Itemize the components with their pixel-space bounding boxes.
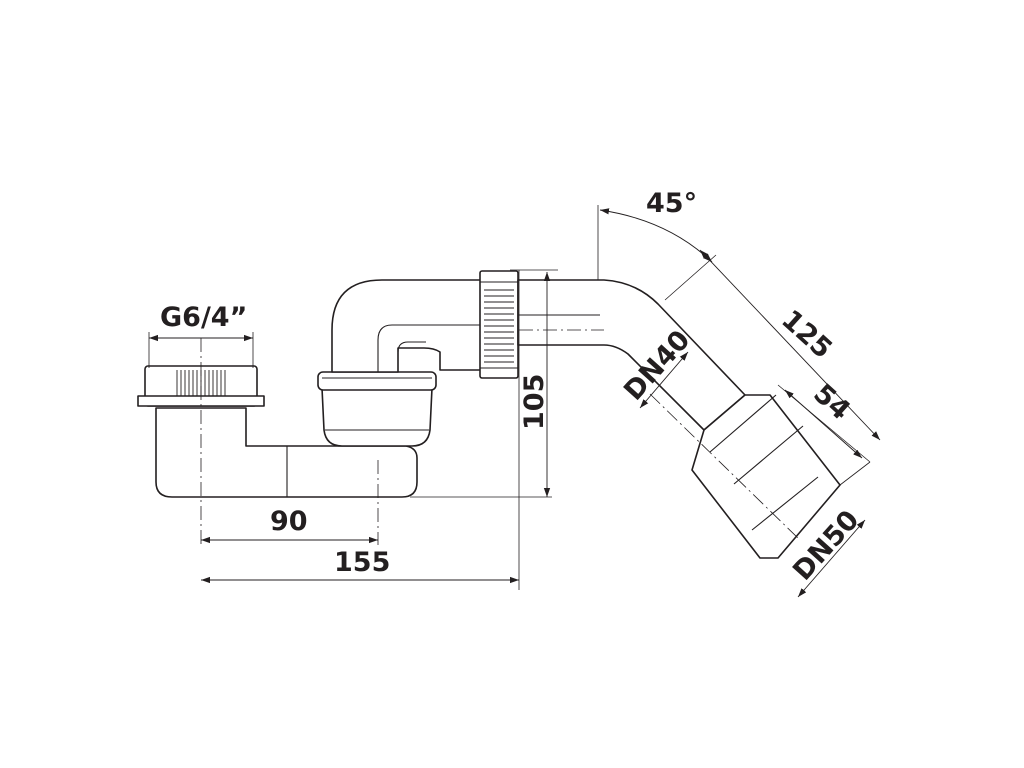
angle-label: 45° [646,188,697,219]
dimension-125-label: 125 [775,304,838,365]
trap-cup [317,371,437,447]
dimension-90-label: 90 [270,506,308,537]
dimension-105-label: 105 [519,374,550,430]
upper-elbow [331,279,485,373]
center-lines [200,329,801,545]
dimension-lines [149,208,881,598]
dimension-155-label: 155 [334,547,390,578]
thread-label: G6/4” [160,302,247,333]
outlet-bend [517,279,746,431]
dimension-54-label: 54 [807,378,856,426]
compression-nut [479,270,519,379]
